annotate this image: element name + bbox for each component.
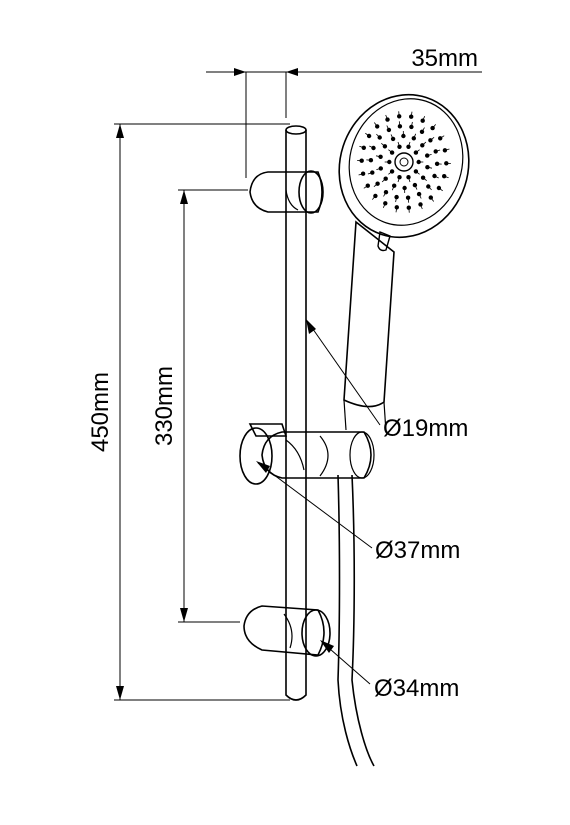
arrowhead: [116, 686, 124, 700]
top-wall-bracket: [249, 170, 324, 214]
arrowhead: [180, 608, 188, 622]
nozzle-stroke: [422, 141, 427, 146]
nozzle-stroke: [414, 184, 418, 190]
nozzle-stroke: [397, 177, 400, 183]
nozzle-stroke: [427, 154, 432, 156]
nozzle: [434, 161, 440, 166]
nozzle-stroke: [390, 134, 394, 140]
nozzle-stroke: [438, 187, 443, 192]
callout-rail-diameter: Ø19mm: [306, 319, 468, 442]
nozzle-stroke: [430, 197, 435, 202]
nozzle: [425, 165, 430, 170]
nozzle-stroke: [395, 207, 398, 213]
nozzle-stroke: [367, 172, 373, 175]
dimension-330mm: 330mm: [151, 189, 248, 623]
callout-slider-diameter: Ø37mm: [256, 461, 460, 564]
nozzle-stroke: [365, 132, 370, 137]
nozzle-stroke: [395, 197, 397, 203]
nozzle-stroke: [398, 121, 401, 127]
nozzle-stroke: [371, 195, 376, 200]
nozzle-stroke: [388, 171, 393, 175]
nozzle-stroke: [411, 121, 413, 127]
nozzle-stroke: [435, 149, 441, 152]
nozzle-stroke: [359, 145, 364, 149]
nozzle-stroke: [391, 185, 395, 191]
nozzle-stroke: [385, 114, 388, 120]
nozzle: [416, 191, 422, 197]
nozzle: [402, 185, 407, 191]
dimension-35mm: 35mm: [206, 45, 482, 178]
nozzle-stroke: [427, 166, 433, 169]
nozzle-stroke: [381, 178, 386, 183]
nozzle-stroke: [421, 127, 425, 133]
callout-label-34mm: Ø34mm: [374, 675, 459, 702]
nozzle-stroke: [369, 145, 374, 149]
nozzle-stroke: [418, 193, 422, 199]
nozzle-stroke: [408, 207, 410, 213]
arrowhead: [234, 68, 246, 76]
nozzle-stroke: [444, 175, 449, 179]
nozzle: [385, 117, 390, 122]
arrowhead: [180, 190, 188, 204]
nozzle-stroke: [376, 168, 381, 170]
nozzle-stroke: [373, 183, 378, 188]
shower-hose: [337, 474, 375, 767]
nozzle-stroke: [415, 149, 420, 153]
nozzle-stroke: [420, 204, 423, 210]
nozzle-stroke: [413, 133, 417, 139]
nozzle-stroke: [432, 124, 437, 129]
nozzle-stroke: [415, 171, 420, 175]
arrowhead: [116, 124, 124, 138]
nozzle-stroke: [408, 177, 411, 183]
nozzle-stroke: [373, 122, 378, 127]
spray-nozzles: [357, 111, 451, 213]
nozzle-stroke: [375, 155, 381, 158]
nozzle-stroke: [408, 141, 411, 147]
center-nozzle: [394, 152, 414, 172]
nozzle-stroke: [428, 186, 432, 191]
nozzle: [409, 124, 414, 130]
nozzle-stroke: [398, 111, 400, 117]
slide-rail: [285, 125, 307, 701]
nozzle-stroke: [358, 173, 364, 176]
shower-head: [338, 93, 470, 239]
nozzle: [442, 148, 448, 153]
dimension-label-35mm: 35mm: [411, 45, 478, 72]
nozzle-stroke: [382, 203, 386, 208]
bottom-wall-bracket: [243, 605, 331, 657]
dimension-label-450mm: 450mm: [87, 372, 114, 452]
nozzle-stroke: [434, 175, 439, 179]
nozzle-stroke: [439, 135, 445, 139]
nozzle-stroke: [430, 136, 435, 141]
nozzle-stroke: [407, 197, 410, 203]
nozzle-stroke: [444, 148, 450, 151]
callout-label-37mm: Ø37mm: [375, 537, 460, 564]
nozzle-stroke: [388, 149, 393, 153]
nozzle: [405, 195, 411, 200]
slider-holder: [239, 423, 375, 485]
nozzle-stroke: [381, 142, 386, 147]
nozzle-stroke: [376, 133, 380, 138]
nozzle-stroke: [383, 191, 387, 197]
nozzle-stroke: [363, 185, 369, 189]
nozzle-stroke: [410, 111, 413, 117]
nozzle: [412, 182, 418, 188]
callout-label-19mm: Ø19mm: [383, 415, 468, 442]
hand-shower-handle: [343, 220, 395, 433]
nozzle-stroke: [422, 116, 426, 121]
nozzle-stroke: [397, 141, 400, 147]
nozzle-stroke: [386, 125, 390, 131]
callout-bracket-diameter: Ø34mm: [320, 640, 459, 702]
arrowhead: [286, 68, 298, 76]
nozzle-stroke: [422, 177, 427, 182]
dimension-450mm: 450mm: [87, 123, 290, 701]
dimension-label-330mm: 330mm: [151, 366, 178, 446]
